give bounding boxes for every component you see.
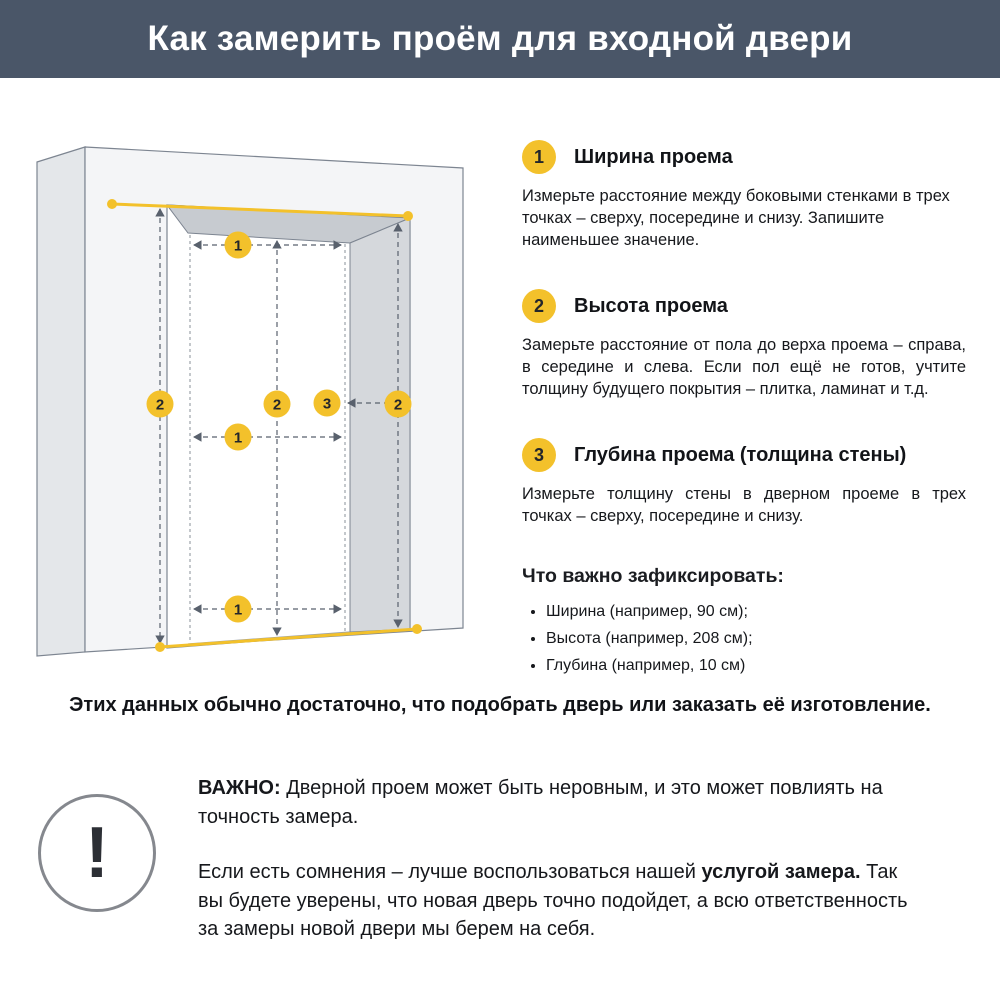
svg-text:2: 2 bbox=[394, 397, 402, 414]
checklist-item: Глубина (например, 10 см) bbox=[546, 652, 966, 679]
svg-text:2: 2 bbox=[273, 397, 281, 414]
door-opening-diagram: 1 1 1 2 2 2 3 bbox=[36, 146, 464, 657]
checklist: Ширина (например, 90 см); Высота (наприм… bbox=[522, 598, 966, 679]
step-description: Замерьте расстояние от пола до верха про… bbox=[522, 336, 966, 398]
reference-lines bbox=[111, 202, 418, 649]
notice-p2-text-before: Если есть сомнения – лучше воспользовать… bbox=[198, 861, 702, 883]
step-height: 2 Высота проема Замерьте расстояние от п… bbox=[522, 289, 966, 400]
bottom-reference-line bbox=[159, 627, 418, 649]
reference-dot bbox=[107, 199, 117, 209]
exclamation-glyph: ! bbox=[85, 813, 109, 893]
measuring-service-label: услугой замера. bbox=[701, 861, 861, 883]
step-number: 3 bbox=[533, 444, 544, 465]
reference-dot bbox=[155, 642, 165, 652]
step-depth: 3 Глубина проема (толщина стены) Измерьт… bbox=[522, 438, 966, 527]
step-number-badge: 3 bbox=[522, 438, 556, 472]
marker-height-mid: 2 bbox=[263, 390, 291, 418]
wall-side-face bbox=[36, 146, 86, 657]
marker-height-left: 2 bbox=[146, 390, 174, 418]
svg-text:1: 1 bbox=[234, 602, 242, 619]
opening-right-reveal bbox=[349, 217, 411, 633]
step-head: 1 Ширина проема bbox=[522, 140, 966, 174]
reference-dot bbox=[412, 624, 422, 634]
measure-markers: 1 1 1 2 2 2 3 bbox=[146, 231, 412, 623]
svg-text:1: 1 bbox=[234, 430, 242, 447]
checklist-title: Что важно зафиксировать: bbox=[522, 565, 784, 587]
step-number: 1 bbox=[533, 146, 544, 167]
svg-text:2: 2 bbox=[156, 397, 164, 414]
step-description: Измерьте расстояние между боковыми стенк… bbox=[522, 187, 950, 249]
checklist-item: Ширина (например, 90 см); bbox=[546, 598, 966, 625]
header: Как замерить проём для входной двери bbox=[0, 0, 1000, 78]
top-reference-line bbox=[111, 202, 409, 218]
notice-p2-text-after: Так вы будете уверены, что новая дверь т… bbox=[198, 861, 908, 940]
reference-dots bbox=[107, 199, 422, 652]
notice-text: ВАЖНО: Дверной проем может быть неровным… bbox=[198, 770, 922, 971]
step-title: Высота проема bbox=[574, 294, 728, 317]
marker-width-top: 1 bbox=[224, 231, 252, 259]
marker-width-mid: 1 bbox=[224, 423, 252, 451]
step-title: Глубина проема (толщина стены) bbox=[574, 443, 907, 466]
marker-depth: 3 bbox=[313, 389, 341, 417]
step-description: Измерьте толщину стены в дверном проеме … bbox=[522, 485, 966, 525]
step-number-badge: 2 bbox=[522, 289, 556, 323]
notice-p1-text: Дверной проем может быть неровным, и это… bbox=[198, 777, 883, 828]
svg-text:1: 1 bbox=[234, 238, 242, 255]
measure-lines bbox=[155, 208, 406, 644]
svg-text:3: 3 bbox=[323, 396, 331, 413]
step-number: 2 bbox=[533, 295, 544, 316]
step-number-badge: 1 bbox=[522, 140, 556, 174]
notice: ! ВАЖНО: Дверной проем может быть неровн… bbox=[38, 770, 922, 971]
page-title: Как замерить проём для входной двери bbox=[147, 19, 853, 58]
door-opening bbox=[165, 204, 411, 649]
notice-paragraph-2: Если есть сомнения – лучше воспользовать… bbox=[198, 858, 922, 944]
step-head: 3 Глубина проема (толщина стены) bbox=[522, 438, 966, 472]
reference-dot bbox=[403, 211, 413, 221]
step-width: 1 Ширина проема Измерьте расстояние межд… bbox=[522, 140, 966, 251]
marker-height-right: 2 bbox=[384, 390, 412, 418]
important-label: ВАЖНО: bbox=[198, 777, 281, 799]
notice-paragraph-1: ВАЖНО: Дверной проем может быть неровным… bbox=[198, 774, 922, 831]
summary-text: Этих данных обычно достаточно, что подоб… bbox=[69, 694, 931, 716]
guide-lines bbox=[189, 235, 346, 643]
steps-list: 1 Ширина проема Измерьте расстояние межд… bbox=[522, 140, 966, 679]
marker-width-bottom: 1 bbox=[224, 595, 252, 623]
checklist-item: Высота (например, 208 см); bbox=[546, 625, 966, 652]
exclamation-icon: ! bbox=[38, 794, 156, 912]
step-head: 2 Высота проема bbox=[522, 289, 966, 323]
step-title: Ширина проема bbox=[574, 145, 733, 168]
